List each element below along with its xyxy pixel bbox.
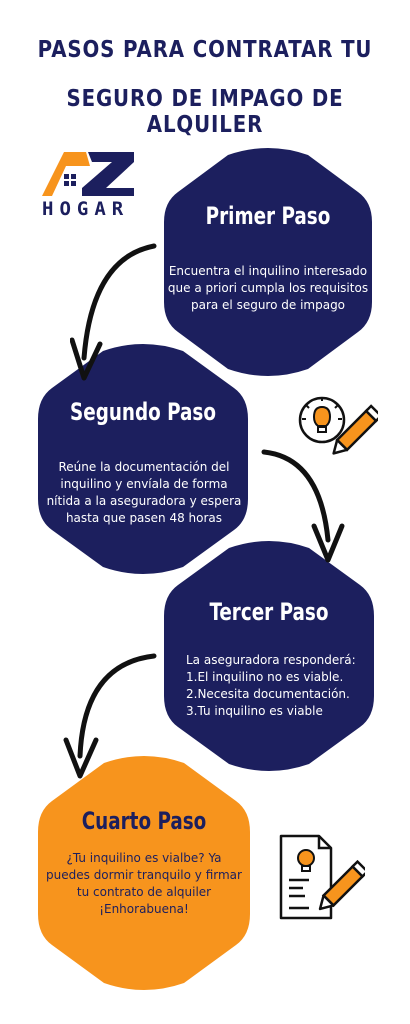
step-3-hexagon: Tercer Paso La aseguradora responderá: 1… (158, 540, 380, 772)
curved-arrow-icon (70, 243, 157, 381)
step-3-item-2: 2.Necesita documentación. (186, 687, 350, 701)
hexagon-shape (164, 541, 374, 771)
step-3-title: Tercer Paso (209, 598, 329, 626)
step-3-item-1: 1.El inquilino no es viable. (186, 670, 344, 684)
logo-text: HOGAR (42, 198, 130, 220)
step-2-text: Reúne la documentación del inquilino y e… (46, 460, 242, 525)
step-3-intro: La aseguradora responderá: (186, 653, 356, 667)
lightbulb-pencil-icon (298, 396, 378, 455)
az-hogar-logo (42, 152, 134, 196)
hexagon-shape (38, 756, 250, 990)
step-2-hexagon: Segundo Paso Reúne la documentación del … (32, 343, 254, 575)
step-4-text: ¿Tu inquilino es vialbe? Ya puedes dormi… (46, 851, 242, 916)
step-3-item-3: 3.Tu inquilino es viable (186, 704, 323, 718)
document-pencil-icon (279, 834, 365, 920)
step-4-hexagon: Cuarto Paso ¿Tu inquilino es vialbe? Ya … (32, 755, 256, 991)
step-1-title: Primer Paso (205, 202, 331, 230)
step-1-hexagon: Primer Paso Encuentra el inquilino inter… (158, 147, 378, 377)
page-title-line-1: PASOS PARA CONTRATAR TU (37, 37, 373, 63)
hexagon-shape (164, 148, 372, 376)
step-1-text: Encuentra el inquilino interesado que a … (167, 264, 369, 312)
curved-arrow-icon (63, 653, 157, 779)
step-2-title: Segundo Paso (70, 398, 216, 426)
curved-arrow-icon (261, 449, 345, 563)
hexagon-shape (38, 344, 248, 574)
step-3-text: La aseguradora responderá: 1.El inquilin… (186, 652, 376, 720)
page-title-line-2: SEGURO DE IMPAGO DE ALQUILER (66, 86, 344, 138)
step-4-title: Cuarto Paso (81, 807, 207, 835)
